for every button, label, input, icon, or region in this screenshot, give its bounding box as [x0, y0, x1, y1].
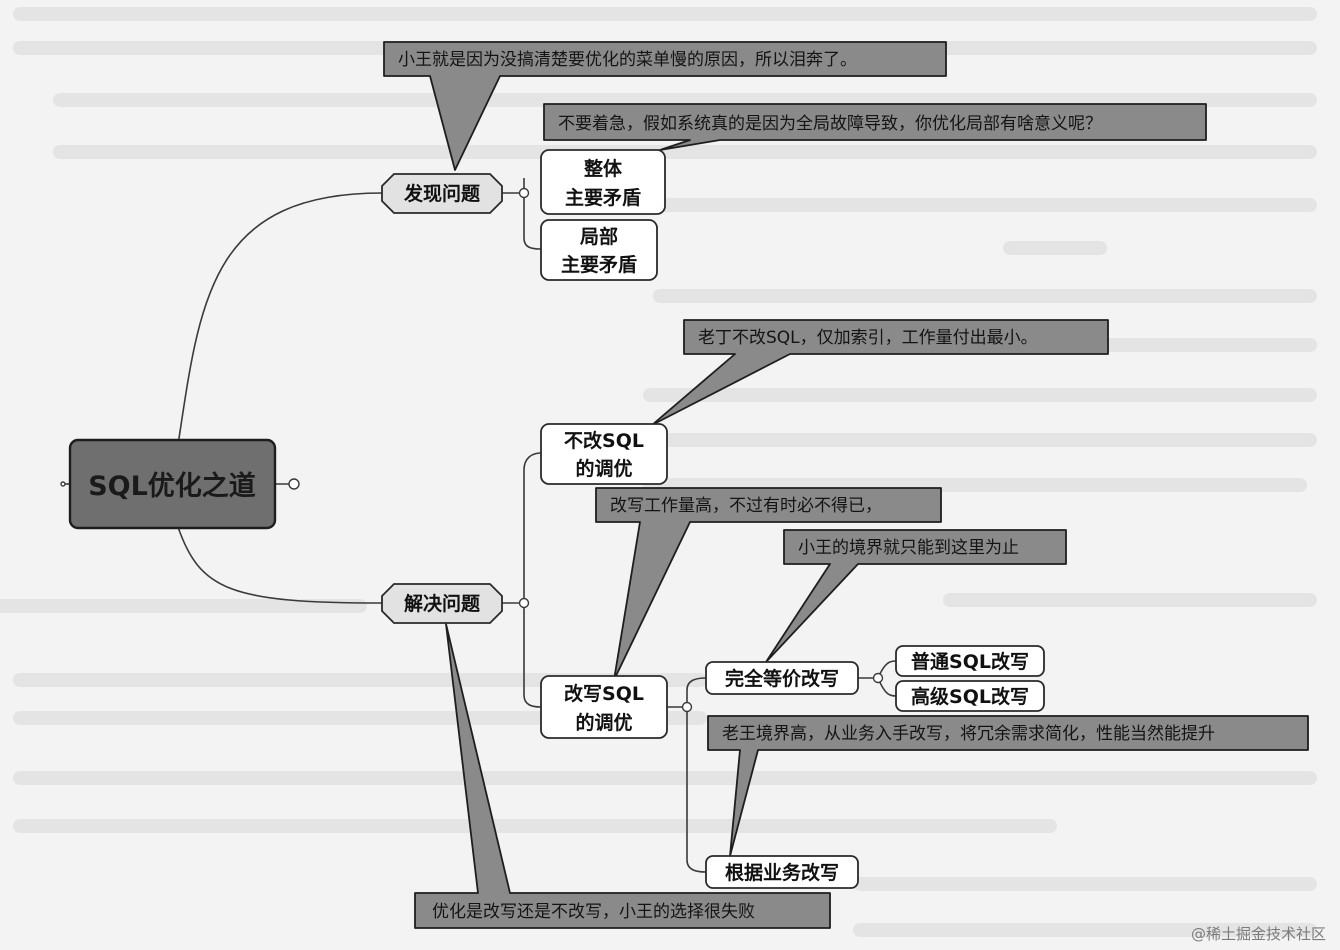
advanced-sql-rewrite-label: 高级SQL改写	[911, 685, 1029, 708]
callout-dont-rush: 不要着急，假如系统真的是因为全局故障导致，你优化局部有啥意义呢？	[543, 103, 1207, 151]
branch-find-problem-label: 发现问题	[403, 182, 480, 205]
callout-rewrite-cost-text: 改写工作量高，不过有时必不得已，	[610, 496, 882, 516]
callout-wang-limit: 小王的境界就只能到这里为止	[765, 529, 1067, 663]
callout-ding-index-text: 老丁不改SQL，仅加索引，工作量付出最小。	[698, 328, 1038, 348]
node-local-main-contradiction[interactable]: 局部 主要矛盾	[540, 219, 658, 281]
root-node-label: SQL优化之道	[88, 470, 256, 502]
node-equivalent-rewrite[interactable]: 完全等价改写	[705, 661, 859, 695]
callout-wang-high-text: 老王境界高，从业务入手改写，将冗余需求简化，性能当然能提升	[722, 724, 1215, 744]
callout-wang-giveup-text: 小王就是因为没搞清楚要优化的菜单慢的原因，所以泪奔了。	[398, 49, 857, 70]
business-rewrite-label: 根据业务改写	[725, 861, 839, 884]
rewrite-line-2: 的调优	[575, 711, 632, 734]
callout-wang-fail-text: 优化是改写还是不改写，小王的选择很失败	[432, 902, 755, 922]
node-advanced-sql-rewrite[interactable]: 高级SQL改写	[895, 680, 1045, 712]
root-expand-toggle[interactable]	[288, 478, 300, 490]
callout-wang-giveup: 小王就是因为没搞清楚要优化的菜单慢的原因，所以泪奔了。	[383, 41, 947, 171]
no-rewrite-line-2: 的调优	[575, 457, 632, 480]
node-rewrite-tuning[interactable]: 改写SQL 的调优	[540, 675, 668, 739]
node-overall-main-contradiction[interactable]: 整体 主要矛盾	[540, 149, 666, 215]
equivalent-rewrite-expand-toggle[interactable]	[872, 672, 884, 684]
no-rewrite-line-1: 不改SQL	[564, 429, 644, 452]
root-left-anchor	[60, 481, 66, 487]
callout-wang-limit-text: 小王的境界就只能到这里为止	[798, 538, 1019, 558]
root-node[interactable]: SQL优化之道	[68, 438, 277, 530]
watermark: @稀土掘金技术社区	[1191, 925, 1326, 943]
rewrite-line-1: 改写SQL	[564, 682, 644, 705]
rewrite-expand-toggle[interactable]	[681, 701, 693, 713]
solve-problem-expand-toggle[interactable]	[518, 597, 530, 609]
branch-solve-problem-label: 解决问题	[404, 592, 480, 615]
branch-find-problem[interactable]: 发现问题	[381, 173, 503, 214]
node-normal-sql-rewrite[interactable]: 普通SQL改写	[895, 645, 1045, 677]
callout-wang-high: 老王境界高，从业务入手改写，将冗余需求简化，性能当然能提升	[707, 715, 1309, 857]
branch-solve-problem[interactable]: 解决问题	[381, 583, 503, 624]
normal-sql-rewrite-label: 普通SQL改写	[911, 650, 1029, 673]
callout-wang-fail: 优化是改写还是不改写，小王的选择很失败	[414, 623, 831, 929]
overall-line-1: 整体	[584, 157, 623, 180]
callout-rewrite-cost: 改写工作量高，不过有时必不得已，	[595, 487, 942, 681]
local-line-2: 主要矛盾	[561, 254, 637, 276]
node-business-rewrite[interactable]: 根据业务改写	[705, 855, 859, 889]
equivalent-rewrite-label: 完全等价改写	[725, 667, 839, 690]
callout-dont-rush-text: 不要着急，假如系统真的是因为全局故障导致，你优化局部有啥意义呢？	[558, 114, 1102, 134]
overall-line-2: 主要矛盾	[565, 187, 641, 209]
local-line-1: 局部	[580, 225, 618, 248]
callout-ding-index: 老丁不改SQL，仅加索引，工作量付出最小。	[651, 319, 1109, 426]
find-problem-expand-toggle[interactable]	[518, 187, 530, 199]
node-no-rewrite-tuning[interactable]: 不改SQL 的调优	[540, 423, 668, 485]
